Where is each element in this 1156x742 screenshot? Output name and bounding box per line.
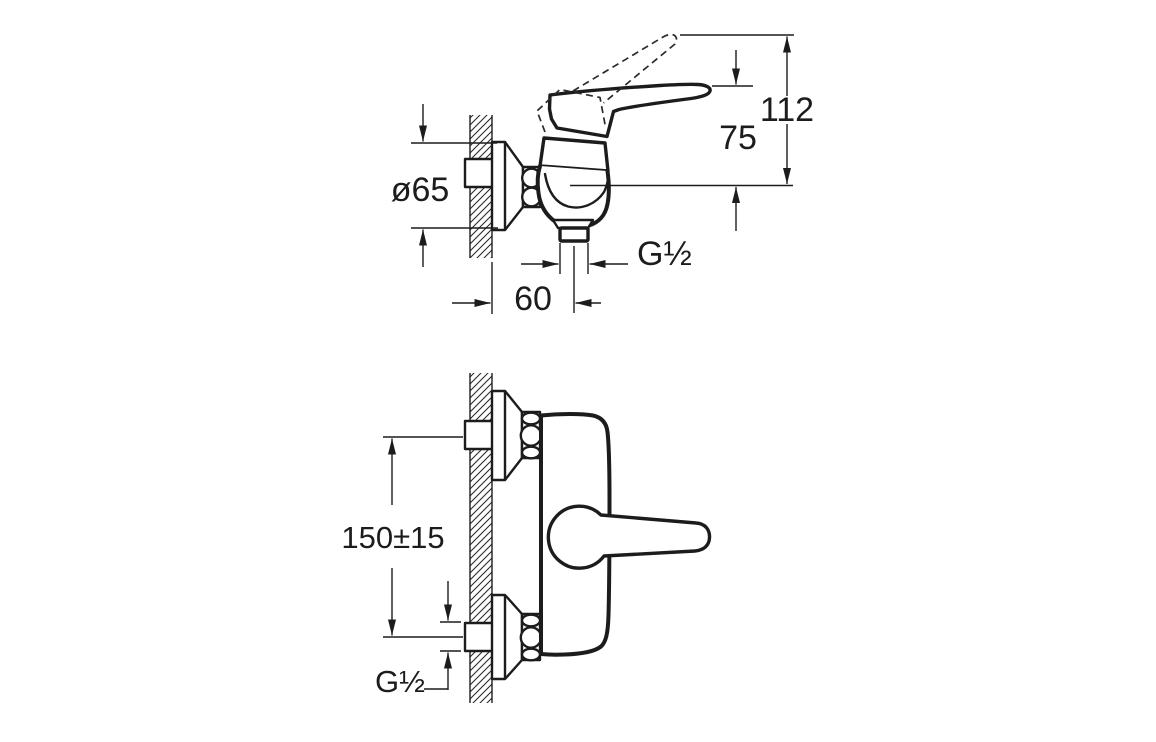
supply-pipe (463, 157, 496, 189)
connector-nut (521, 165, 543, 209)
dim-outlet-thread: G½ (637, 235, 692, 273)
lower-flange (490, 593, 524, 681)
lever-handle-front (546, 504, 712, 570)
lever-handle-raised-dashed (536, 33, 678, 133)
dim-wall-to-outlet: 60 (514, 280, 552, 318)
mixer-body (535, 136, 611, 243)
dim-inlet-distance: 150±15 (341, 520, 444, 555)
outlet-spout (558, 226, 590, 243)
body-shell (535, 164, 611, 230)
side-view-dimensions: ø65 112 75 G½ 60 (391, 34, 814, 318)
upper-supply-pipe (463, 419, 496, 451)
upper-connector-nut (519, 410, 543, 460)
wall-flange (490, 140, 525, 232)
cartridge-ring (538, 136, 610, 173)
dim-height-open-lever: 112 (760, 91, 814, 129)
front-view: 150±15 G½ (341, 373, 712, 703)
front-view-dimensions: 150±15 G½ (341, 436, 463, 699)
dim-flange-diameter: ø65 (391, 171, 450, 209)
side-view: ø65 112 75 G½ 60 (391, 33, 814, 318)
dim-inlet-thread: G½ (375, 664, 425, 699)
upper-flange (490, 389, 524, 482)
lever-handle (547, 82, 712, 139)
dim-height-lever: 75 (719, 119, 757, 157)
lower-supply-pipe (463, 621, 496, 653)
lower-connector-nut (519, 612, 543, 662)
